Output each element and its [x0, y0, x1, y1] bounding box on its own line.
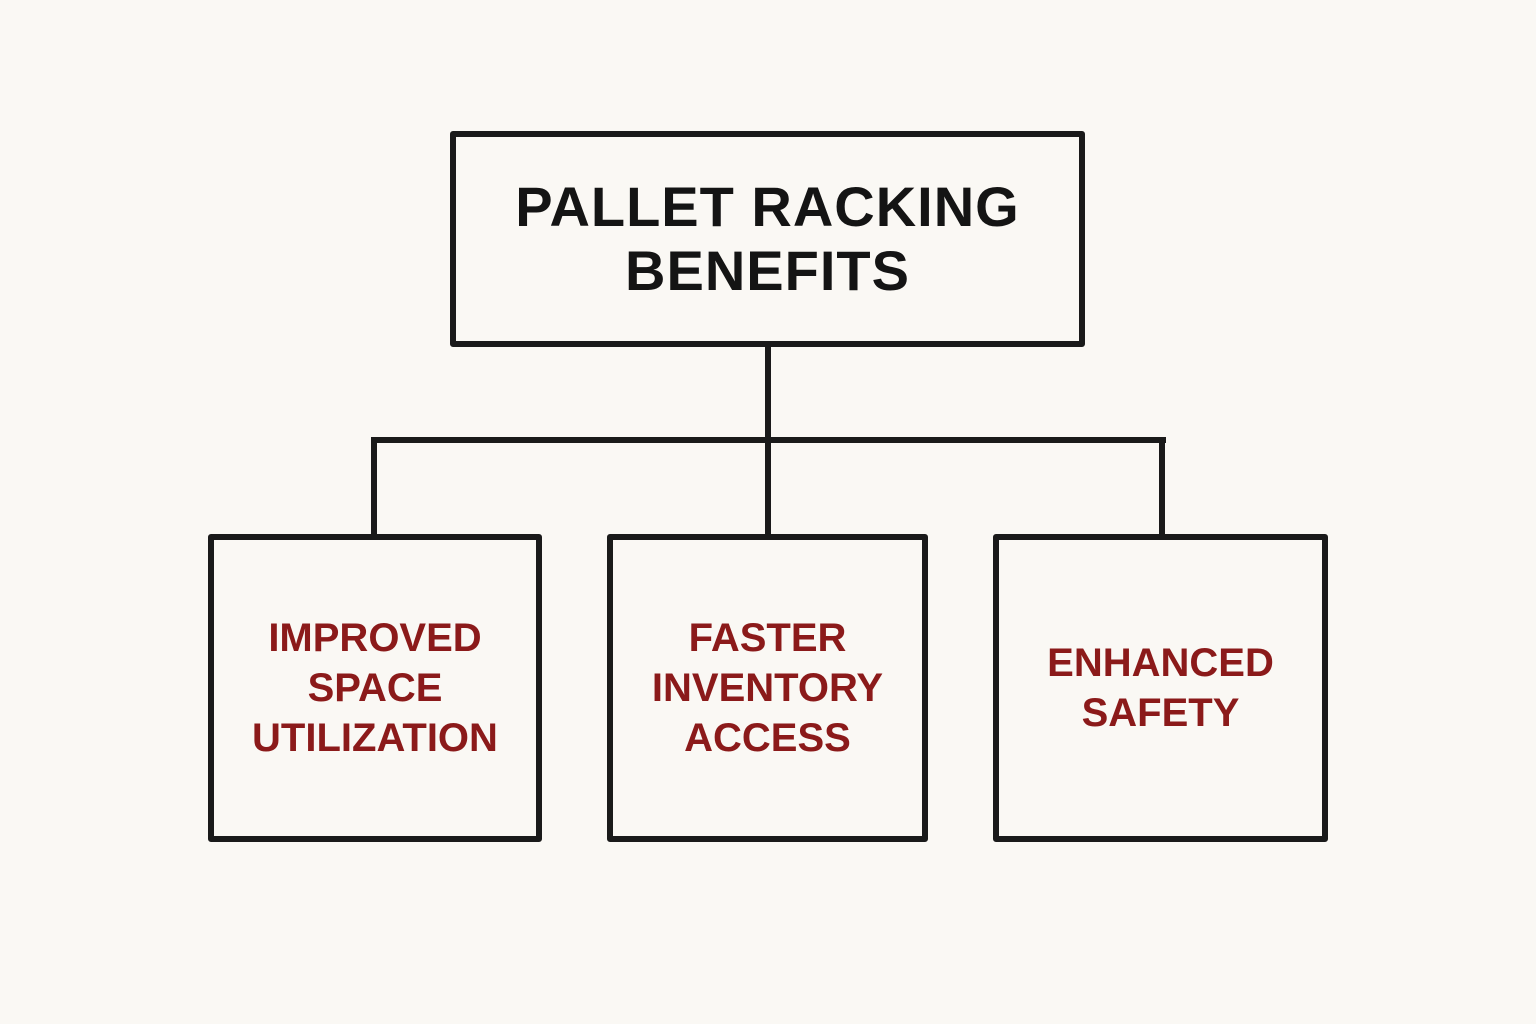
child-label-line: INVENTORY	[651, 666, 884, 710]
root-title-line-2: BENEFITS	[625, 239, 910, 302]
child-label-line: UTILIZATION	[252, 716, 498, 760]
child-node-enhanced-safety: ENHANCED SAFETY	[993, 534, 1328, 842]
root-node-box: PALLET RACKING BENEFITS	[450, 131, 1085, 347]
connector-left-drop	[371, 437, 377, 535]
connector-right-drop	[1159, 437, 1165, 535]
child-label-line: FASTER	[688, 616, 847, 660]
child-label-line: SPACE	[307, 666, 443, 710]
root-title-line-1: PALLET RACKING	[515, 175, 1020, 238]
child-label-line: ACCESS	[684, 716, 851, 760]
child-label-line: ENHANCED	[1047, 641, 1274, 685]
child-node-space-utilization: IMPROVED SPACE UTILIZATION	[208, 534, 542, 842]
connector-root-stem	[765, 346, 771, 442]
child-node-inventory-access: FASTER INVENTORY ACCESS	[607, 534, 928, 842]
child-label-line: IMPROVED	[268, 616, 482, 660]
child-label-line: SAFETY	[1081, 691, 1240, 735]
connector-center-drop	[765, 437, 771, 535]
